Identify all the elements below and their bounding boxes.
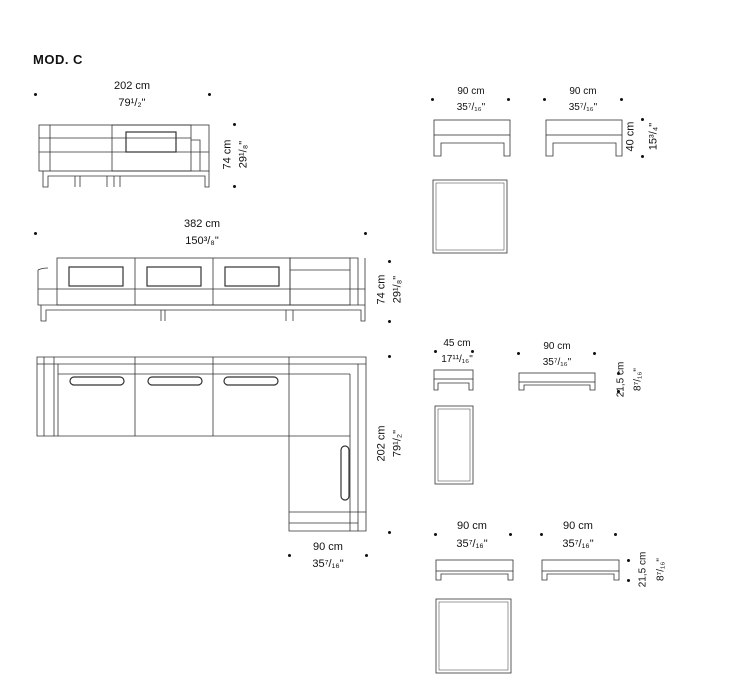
low-table-height-cm: 21,5 cm <box>615 361 627 398</box>
dim-dot <box>471 350 474 353</box>
dim-dot <box>617 372 620 375</box>
low-table3-width-cm: 90 cm <box>563 520 593 532</box>
table2-width-cm: 90 cm <box>569 86 597 97</box>
dim-dot <box>388 260 391 263</box>
sofa-large-width-in: 150³/₈" <box>185 235 219 247</box>
dim-dot <box>617 390 620 393</box>
dim-dot <box>233 185 236 188</box>
low-table-2-plan <box>435 598 512 674</box>
coffee-table-2-front <box>545 119 623 157</box>
side-table-small-plan <box>434 405 474 485</box>
dim-dot <box>34 232 37 235</box>
dim-dot <box>627 559 630 562</box>
dim-dot <box>431 98 434 101</box>
sofa-small-height-in: 29¹/₈" <box>237 140 250 169</box>
sofa-large-width-cm: 382 cm <box>183 218 221 230</box>
table2-width-in: 35⁷/₁₆" <box>568 102 598 113</box>
large-sofa-front-view <box>37 257 366 322</box>
sofa-large-height-cm: 74 cm <box>375 274 388 305</box>
dim-dot <box>509 533 512 536</box>
low-table-3-front <box>541 559 620 581</box>
dim-dot <box>233 123 236 126</box>
low-table2-height-cm: 21,5 cm <box>637 551 649 588</box>
dim-dot <box>208 93 211 96</box>
low-table-2-front <box>435 559 514 581</box>
low-table-width-cm: 90 cm <box>543 341 571 352</box>
low-table2-width-cm: 90 cm <box>457 520 487 532</box>
dim-dot <box>543 98 546 101</box>
dim-dot <box>365 554 368 557</box>
coffee-table-1-front <box>433 119 511 157</box>
sofa-plan-view <box>36 356 367 532</box>
dim-dot <box>388 531 391 534</box>
plan-depth-in: 79¹/₂" <box>391 429 404 458</box>
dim-dot <box>364 232 367 235</box>
plan-width-in: 35⁷/₁₆" <box>312 558 344 570</box>
sofa-large-height-in: 29¹/₈" <box>391 275 404 304</box>
dim-dot <box>614 533 617 536</box>
small-sofa-front-view <box>38 124 210 188</box>
sofa-small-width-cm: 202 cm <box>113 80 151 92</box>
table-height-cm: 40 cm <box>624 121 637 152</box>
table1-width-in: 35⁷/₁₆" <box>456 102 486 113</box>
dim-dot <box>517 352 520 355</box>
dim-dot <box>434 533 437 536</box>
dim-dot <box>593 352 596 355</box>
model-title: MOD. C <box>33 52 83 67</box>
side-table-small-front <box>433 369 474 391</box>
dim-dot <box>507 98 510 101</box>
small-table-width-cm: 45 cm <box>443 338 471 349</box>
low-table3-width-in: 35⁷/₁₆" <box>562 538 594 550</box>
sofa-small-width-in: 79¹/₂" <box>118 97 146 109</box>
dim-dot <box>434 350 437 353</box>
dim-dot <box>641 155 644 158</box>
dim-dot <box>388 320 391 323</box>
plan-depth-cm: 202 cm <box>375 425 388 462</box>
dim-dot <box>627 579 630 582</box>
dim-dot <box>388 355 391 358</box>
sofa-small-height-cm: 74 cm <box>221 139 234 170</box>
dim-dot <box>288 554 291 557</box>
low-table-front <box>518 372 596 391</box>
dim-dot <box>34 93 37 96</box>
coffee-table-plan <box>432 179 508 254</box>
dim-dot <box>641 118 644 121</box>
low-table-height-in: 8⁷/₁₆" <box>632 368 644 391</box>
table-height-in: 15³/₄" <box>647 122 660 151</box>
small-table-width-in: 17¹¹/₁₆" <box>441 354 473 365</box>
plan-width-cm: 90 cm <box>313 541 343 553</box>
table1-width-cm: 90 cm <box>457 86 485 97</box>
low-table-width-in: 35⁷/₁₆" <box>542 357 572 368</box>
low-table2-width-in: 35⁷/₁₆" <box>456 538 488 550</box>
dim-dot <box>540 533 543 536</box>
dim-dot <box>620 98 623 101</box>
low-table2-height-in: 8⁷/₁₆" <box>655 558 667 581</box>
